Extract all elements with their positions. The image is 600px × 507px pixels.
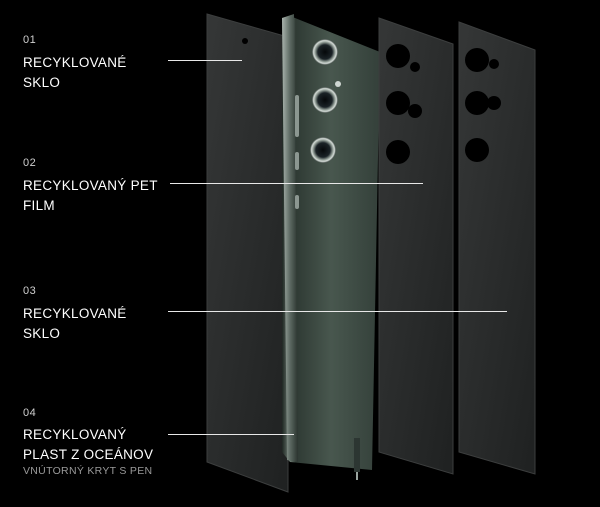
flash-icon bbox=[335, 81, 341, 87]
camera-cutout bbox=[489, 59, 499, 69]
side-button bbox=[295, 195, 299, 209]
phone-body bbox=[282, 14, 380, 480]
camera-lens-icon bbox=[312, 39, 338, 65]
side-button bbox=[295, 152, 299, 170]
camera-cutout bbox=[465, 91, 489, 115]
front-camera-hole bbox=[242, 38, 248, 44]
camera-cutout bbox=[410, 62, 420, 72]
camera-lens-icon bbox=[310, 137, 336, 163]
camera-cutout bbox=[487, 96, 501, 110]
camera-lens-icon bbox=[312, 87, 338, 113]
camera-cutout bbox=[386, 140, 410, 164]
s-pen bbox=[354, 438, 360, 480]
camera-cutout bbox=[386, 44, 410, 68]
camera-cutout bbox=[386, 91, 410, 115]
glass-back-panel bbox=[458, 21, 536, 475]
glass-front-panel bbox=[206, 13, 289, 493]
camera-cutout bbox=[465, 48, 489, 72]
side-button bbox=[295, 95, 299, 137]
pet-film-panel bbox=[378, 17, 454, 475]
camera-cutout bbox=[465, 138, 489, 162]
camera-cutout bbox=[408, 104, 422, 118]
